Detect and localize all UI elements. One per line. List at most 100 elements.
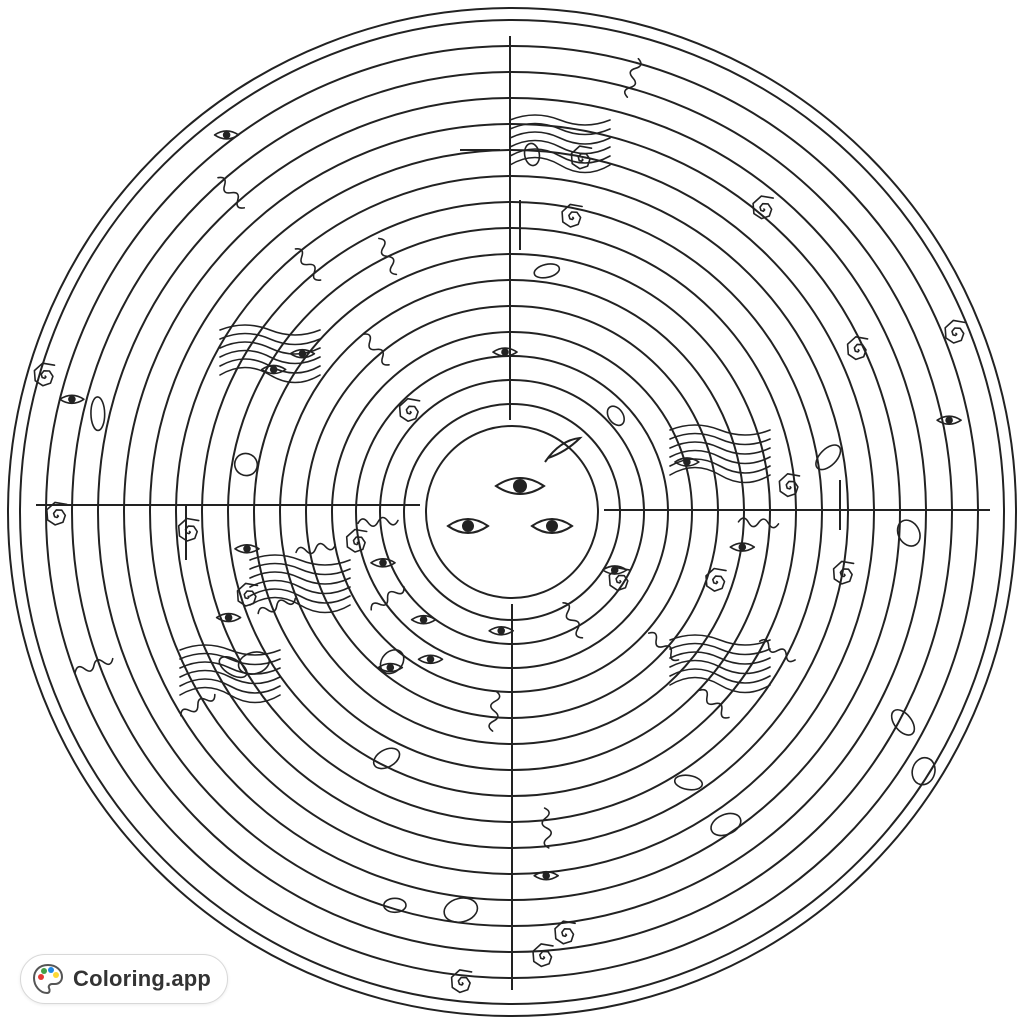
eye-icon: [417, 654, 444, 665]
spiral-doodle: [778, 473, 801, 498]
wave-doodle: [378, 237, 398, 276]
blob-doodle: [911, 756, 936, 786]
blob-doodle: [896, 519, 921, 547]
blob-doodle: [443, 897, 479, 924]
contour-doodle: [669, 458, 771, 474]
eye-icon: [446, 518, 490, 534]
contour-doodle: [249, 579, 351, 595]
palette-icon: [32, 963, 64, 995]
eye-icon: [492, 347, 518, 357]
contour-doodle: [669, 668, 771, 684]
spiral-doodle: [570, 145, 593, 170]
wave-doodle: [295, 542, 337, 555]
eye-icon: [215, 612, 242, 623]
spiral-doodle: [832, 560, 855, 585]
wave-doodle: [257, 597, 297, 615]
contour-doodle: [669, 659, 771, 675]
coloring-app-badge[interactable]: Coloring.app: [20, 954, 229, 1004]
contour-doodle: [179, 669, 281, 685]
brand-label: Coloring.app: [73, 966, 212, 991]
contour-doodle: [219, 366, 321, 384]
center-eyes: [446, 436, 583, 534]
wave-doodle: [217, 176, 246, 209]
wave-doodle: [698, 688, 730, 719]
wave-doodle: [362, 333, 390, 366]
ring: [425, 425, 599, 599]
contour-doodle: [179, 686, 281, 704]
spiral-doodle: [752, 195, 774, 220]
spiral-doodle: [561, 203, 583, 228]
contour-doodle: [249, 571, 351, 585]
blob-doodle: [383, 897, 407, 914]
wave-doodle: [737, 517, 780, 529]
spiral-doodle: [33, 362, 56, 387]
wave-doodle: [357, 516, 399, 527]
quadrant-dividers: [36, 36, 990, 990]
wave-doodle: [74, 657, 114, 674]
spiral-doodle: [46, 501, 68, 526]
contour-doodle: [249, 554, 351, 566]
contour-doodle: [669, 424, 771, 436]
contour-doodle: [219, 358, 321, 374]
wave-doodle: [488, 690, 501, 732]
blob-doodle: [218, 655, 248, 679]
contour-doodle: [219, 332, 321, 346]
blob-doodle: [815, 444, 842, 471]
squiggle-mark: [544, 436, 583, 463]
eye-icon: [488, 626, 515, 636]
contour-doodle: [669, 651, 771, 665]
eye-icon: [410, 614, 437, 625]
spiral-doodle: [345, 528, 368, 553]
contour-doodle: [219, 324, 321, 336]
blob-doodle: [379, 649, 405, 675]
contour-doodle: [179, 678, 281, 694]
eye-icon: [494, 477, 546, 495]
eye-icon: [213, 130, 240, 140]
contour-doodle: [509, 114, 611, 126]
eye-icon: [377, 662, 404, 673]
ring: [7, 7, 1017, 1017]
blob-doodle: [673, 774, 704, 791]
wave-doodle: [294, 248, 322, 281]
contour-doodle: [509, 122, 611, 136]
contour-doodle: [669, 466, 771, 484]
spiral-doodle: [398, 397, 421, 422]
blob-doodle: [533, 263, 561, 279]
contour-doodle: [249, 562, 351, 576]
wave-doodle: [562, 602, 584, 639]
eye-icon: [530, 518, 574, 534]
eye-icon: [234, 544, 260, 554]
contour-doodle: [669, 642, 771, 656]
eye-icon: [729, 542, 756, 552]
spiral-doodle: [450, 969, 473, 994]
wave-doodle: [180, 693, 216, 717]
blob-doodle: [523, 142, 541, 167]
contour-doodle: [179, 644, 281, 656]
contour-doodle: [509, 139, 611, 155]
contour-doodle: [669, 676, 771, 694]
ring: [19, 19, 1005, 1005]
spiral-doodle: [705, 567, 727, 592]
eye-icon: [370, 558, 396, 568]
contour-doodle: [669, 634, 771, 646]
spiral-doodle: [944, 319, 966, 344]
contour-doodle: [179, 652, 281, 666]
wave-doodle: [541, 807, 552, 849]
wave-doodle: [370, 586, 405, 611]
doodle-decorations: [33, 57, 966, 994]
ring: [403, 403, 621, 621]
contour-doodle: [669, 441, 771, 455]
contour-doodle: [219, 341, 321, 355]
contour-doodle: [249, 588, 351, 604]
contour-doodle: [179, 661, 281, 675]
wave-doodle: [623, 57, 642, 98]
eye-icon: [533, 870, 560, 881]
blob-doodle: [372, 747, 401, 770]
contour-doodle: [669, 449, 771, 465]
eye-icon: [59, 394, 85, 405]
contour-doodle: [509, 148, 611, 164]
contour-doodle: [669, 432, 771, 446]
contour-doodle: [509, 131, 611, 145]
spiral-doodle: [608, 567, 631, 592]
